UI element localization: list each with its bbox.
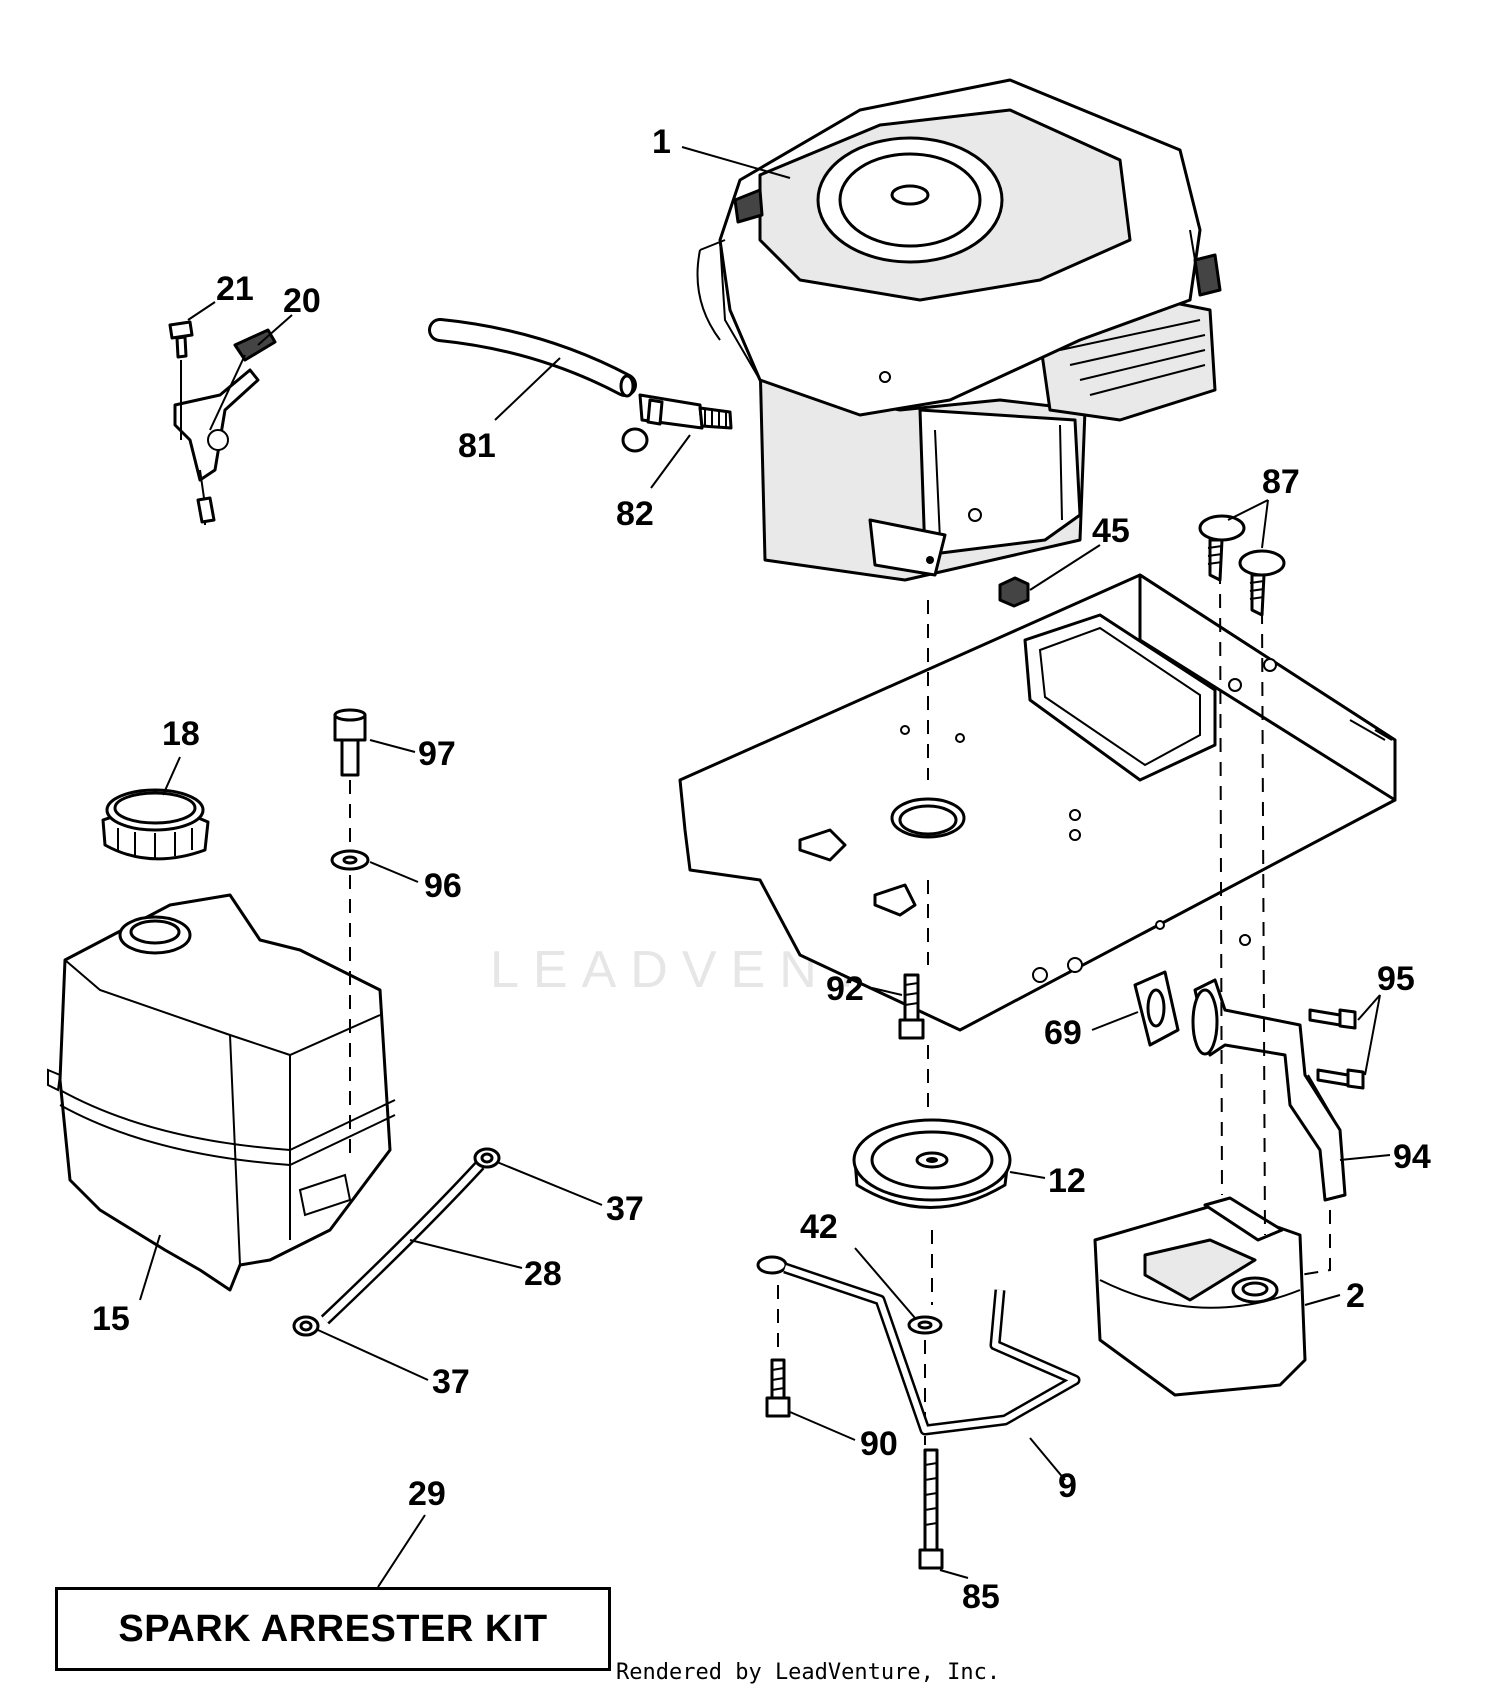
fuel-tank-part-15[interactable] — [47, 893, 396, 1292]
fuel-line-part-28[interactable] — [320, 1160, 485, 1325]
callout-2: 2 — [1346, 1277, 1365, 1315]
washer-part-96[interactable] — [330, 849, 370, 871]
bolt-part-92[interactable] — [898, 973, 925, 1040]
spark-arrester-kit-label: SPARK ARRESTER KIT — [118, 1607, 548, 1650]
callout-92: 92 — [826, 970, 864, 1008]
fuel-cap-part-18[interactable] — [101, 788, 210, 861]
callout-85: 85 — [962, 1578, 1000, 1616]
spark-arrester-kit-box[interactable]: SPARK ARRESTER KIT — [55, 1587, 611, 1671]
dash-87-right — [1261, 609, 1266, 1236]
callout-1: 1 — [652, 123, 671, 161]
bolt-part-21[interactable] — [168, 320, 194, 359]
callout-21: 21 — [216, 270, 254, 308]
callout-94: 94 — [1393, 1138, 1431, 1176]
leader-lines — [139, 146, 1391, 1588]
callout-37-upper: 37 — [606, 1190, 644, 1228]
washer-part-42[interactable] — [907, 1315, 943, 1335]
dash-87-left — [1219, 569, 1223, 1196]
gasket-part-69[interactable] — [1133, 970, 1180, 1047]
hose-clamp-part-37-upper[interactable] — [473, 1147, 501, 1169]
callout-95: 95 — [1377, 960, 1415, 998]
screw-part-95[interactable] — [1308, 1008, 1365, 1090]
callout-15: 15 — [92, 1300, 130, 1338]
knob-part-87[interactable] — [1198, 514, 1286, 617]
callout-9: 9 — [1058, 1467, 1077, 1505]
throttle-control-part-20[interactable] — [173, 328, 277, 525]
callout-81: 81 — [458, 427, 496, 465]
callout-97: 97 — [418, 735, 456, 773]
callout-37-lower: 37 — [432, 1363, 470, 1401]
callout-20: 20 — [283, 282, 321, 320]
render-credit: Rendered by LeadVenture, Inc. — [616, 1660, 1001, 1685]
callout-29: 29 — [408, 1475, 446, 1513]
fuel-fitting-part-82[interactable] — [621, 393, 733, 453]
callout-18: 18 — [162, 715, 200, 753]
fuel-hose-part-81[interactable] — [428, 318, 637, 398]
bolt-part-97[interactable] — [333, 708, 367, 777]
callout-96: 96 — [424, 867, 462, 905]
nut-part-45[interactable] — [998, 576, 1030, 608]
pulley-part-12[interactable] — [852, 1118, 1012, 1209]
callout-87: 87 — [1262, 463, 1300, 501]
chassis-frame[interactable] — [678, 573, 1397, 1032]
callout-69: 69 — [1044, 1014, 1082, 1052]
engine-part-1[interactable] — [696, 78, 1222, 582]
bolt-part-85[interactable] — [918, 1448, 944, 1570]
callout-42: 42 — [800, 1208, 838, 1246]
callout-45: 45 — [1092, 512, 1130, 550]
callout-12: 12 — [1048, 1162, 1086, 1200]
muffler-part-2[interactable] — [1093, 1196, 1307, 1397]
callout-28: 28 — [524, 1255, 562, 1293]
hose-clamp-part-37-lower[interactable] — [292, 1315, 320, 1337]
dash-94-2 — [1299, 1210, 1331, 1276]
bolt-part-90[interactable] — [765, 1358, 791, 1418]
callout-82: 82 — [616, 495, 654, 533]
rod-part-9[interactable] — [756, 1255, 1081, 1436]
exhaust-pipe-part-94[interactable] — [1191, 978, 1347, 1202]
callout-90: 90 — [860, 1425, 898, 1463]
